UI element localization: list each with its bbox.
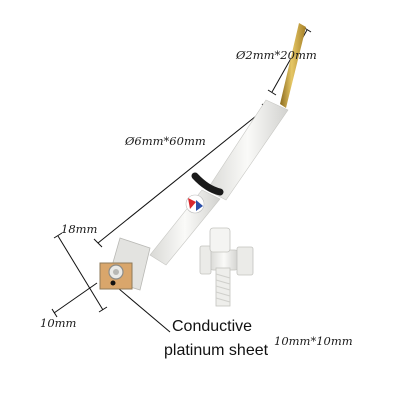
dimension-line-sheet-height xyxy=(53,232,108,313)
cap-screw-part xyxy=(199,227,254,307)
clamp-screw-hole xyxy=(113,269,119,275)
gold-pin xyxy=(280,23,306,108)
callout-label-line2: platinum sheet xyxy=(164,342,269,359)
dimension-sheet-height-label: 18mm xyxy=(61,222,98,236)
electrode-upper-body xyxy=(206,99,289,201)
brand-logo xyxy=(185,194,205,214)
electrode xyxy=(99,23,306,291)
dimension-tip-label: Ø2mm*20mm xyxy=(236,48,317,62)
dimension-sheet-width-label: 10mm xyxy=(40,316,77,330)
o-ring xyxy=(191,172,224,196)
dimension-sheet-size-label: 10mm*10mm xyxy=(274,334,353,348)
sheet-contact-point xyxy=(110,280,116,286)
label-pointer-line xyxy=(111,282,171,333)
dimension-body-label: Ø6mm*60mm xyxy=(125,134,206,148)
callout-label-line1: Conductive xyxy=(172,318,253,335)
dimension-line-sheet-width xyxy=(51,282,98,318)
